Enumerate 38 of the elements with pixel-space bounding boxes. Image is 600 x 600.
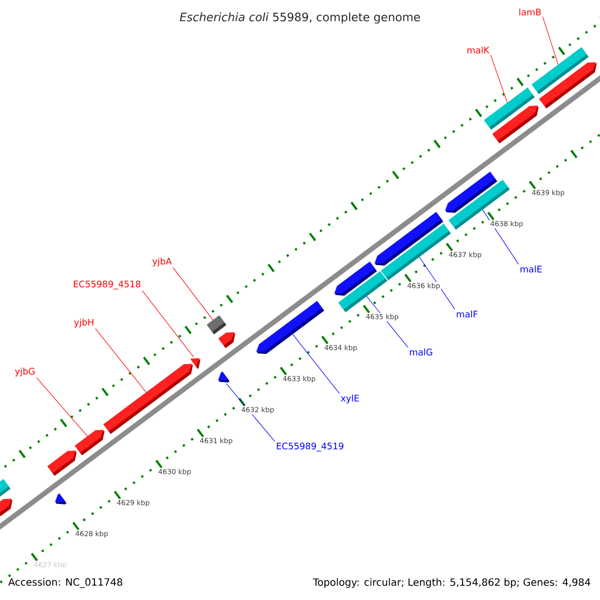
gene-label: malK (467, 46, 490, 54)
gene-label: yjbG (15, 368, 35, 376)
gene-block (0, 498, 12, 516)
gene-bar (0, 479, 11, 498)
leader-line (542, 16, 559, 65)
gene-bar (381, 224, 451, 280)
gene-label: lamB (519, 8, 541, 16)
gene-block (47, 450, 77, 476)
gene-block (103, 364, 193, 434)
gene-block (256, 300, 324, 354)
gene-label: xylE (340, 394, 359, 404)
gene-box (206, 315, 226, 334)
gene-block (54, 494, 67, 504)
gene-label: malF (456, 310, 478, 318)
leader-line (419, 256, 456, 310)
leader-line (142, 290, 194, 358)
gene-block (218, 332, 236, 348)
footer-text: Accession: NC_011748 (8, 578, 122, 588)
gene-block (445, 172, 498, 213)
gene-block (190, 358, 200, 369)
gene-label: malE (520, 266, 542, 272)
gene-label: yjbH (74, 318, 94, 328)
footer-text: Topology: circular; Length: 5,154,862 bp; Genes: 4,984 (312, 578, 590, 588)
gene-label: yjbA (152, 258, 172, 266)
gene-label: EC55989_4519 (276, 442, 344, 452)
gene-block (334, 262, 377, 296)
gene-block (74, 430, 105, 456)
title: Escherichia coli 55989, complete genome (180, 12, 420, 24)
gene-label: malG (410, 348, 432, 356)
gene-bar (532, 47, 589, 94)
leader-line (95, 328, 147, 393)
gene-block (218, 372, 230, 382)
leader-line (292, 334, 340, 394)
gene-bar (484, 88, 535, 130)
leader-line (172, 267, 214, 320)
gene-label: EC55989_4518 (74, 280, 140, 290)
leader-line (36, 377, 88, 437)
leader-line (490, 54, 508, 104)
